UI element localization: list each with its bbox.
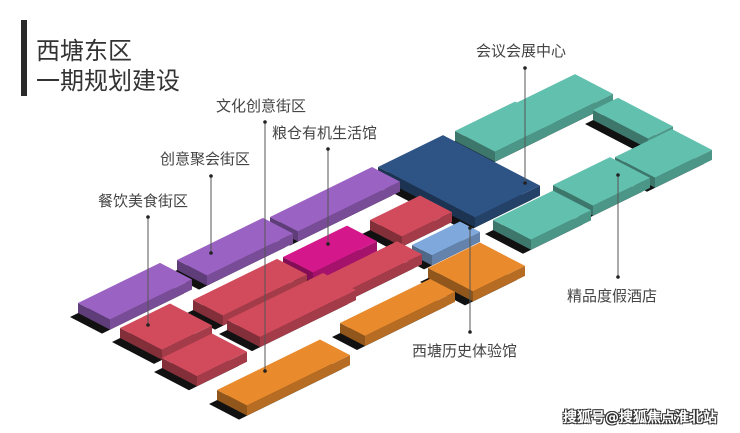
convention-center-right-face — [554, 93, 613, 133]
title-accent-bar — [21, 20, 27, 96]
building-blocks — [78, 74, 712, 416]
cultural-creative-street-left-face — [193, 300, 223, 326]
creative-gathering-street-top-face — [270, 167, 400, 232]
granary-organic-hall-right-face — [313, 241, 377, 283]
creative-gathering-street-top-face — [177, 217, 293, 276]
food-street-right-face — [110, 279, 192, 330]
food-street-block — [78, 262, 192, 330]
history-museum-block — [428, 242, 525, 302]
history-museum-top-face — [340, 278, 455, 336]
food-street-right-face — [162, 325, 212, 360]
leader-lines — [146, 66, 620, 373]
label-food-street: 餐饮美食街区 — [98, 192, 189, 210]
boutique-hotel-left-face — [593, 110, 648, 149]
cultural-creative-street-top-face — [227, 272, 356, 338]
cultural-creative-street-block — [227, 272, 356, 348]
creative-gathering-street-leader-dot — [209, 174, 213, 178]
food-street-block — [120, 303, 212, 360]
cultural-creative-street-block — [217, 339, 350, 416]
label-creative-gathering-street: 创意聚会街区 — [160, 150, 251, 168]
convention-center-top-face — [516, 74, 613, 123]
granary-area-block — [370, 195, 452, 247]
cultural-creative-street-top-face — [217, 339, 350, 406]
creative-gathering-street-block — [177, 217, 293, 286]
label-cultural-creative-street: 文化创意街区 — [216, 97, 307, 115]
cultural-creative-street-left-face — [217, 390, 247, 416]
boutique-hotel-top-face — [553, 157, 650, 206]
watermark: 搜狐号@搜狐焦点淮北站 — [563, 410, 717, 426]
label-granary-organic-hall: 粮仓有机生活馆 — [272, 124, 378, 142]
convention-center-top-face — [455, 101, 555, 152]
boutique-hotel-top-face — [615, 129, 712, 178]
convention-center-leader-dot — [523, 181, 527, 185]
label-boutique-hotel: 精品度假酒店 — [567, 287, 658, 305]
granary-organic-hall-top-face — [283, 225, 377, 273]
food-street-top-face — [78, 262, 192, 320]
boutique-hotel-left-face — [493, 220, 531, 250]
food-street-top-face — [162, 333, 247, 377]
history-museum-right-face — [432, 231, 480, 266]
cultural-creative-street-top-face — [318, 241, 422, 293]
food-street-leader-dot — [146, 215, 150, 219]
food-street-leader-dot — [146, 323, 150, 327]
history-museum-left-face — [428, 268, 473, 302]
cultural-creative-street-left-face — [227, 320, 260, 348]
cultural-creative-street-right-face — [247, 355, 350, 416]
granary-organic-hall-leader-dot — [326, 242, 330, 246]
history-museum-top-face — [412, 221, 480, 256]
title-line-1: 西塘东区 — [36, 37, 132, 65]
granary-organic-hall-leader-dot — [326, 147, 330, 151]
boutique-hotel-right-face — [531, 210, 591, 250]
food-street-left-face — [120, 328, 162, 360]
convention-center-left-face — [455, 131, 495, 162]
label-history-museum: 西塘历史体验馆 — [412, 342, 518, 360]
history-museum-top-face — [428, 242, 525, 292]
cultural-creative-street-leader-dot — [263, 120, 267, 124]
boutique-hotel-block — [493, 190, 591, 250]
history-museum-left-face — [340, 323, 365, 346]
convention-center-leader-dot — [523, 66, 527, 70]
convention-center-right-face — [475, 185, 540, 228]
food-street-block — [162, 333, 247, 387]
boutique-hotel-right-face — [593, 177, 650, 216]
history-museum-block — [340, 278, 455, 346]
label-convention-center: 会议会展中心 — [476, 42, 567, 60]
boutique-hotel-top-face — [593, 97, 673, 139]
cultural-creative-street-leader-dot — [263, 369, 267, 373]
convention-center-top-face — [378, 135, 540, 218]
granary-area-right-face — [402, 212, 452, 247]
creative-gathering-street-leader-dot — [209, 251, 213, 255]
history-museum-right-face — [473, 265, 525, 302]
creative-gathering-street-left-face — [177, 260, 207, 286]
creative-gathering-street-right-face — [298, 181, 400, 242]
cultural-creative-street-top-face — [193, 258, 307, 316]
boutique-hotel-leader-dot — [616, 173, 620, 177]
boutique-hotel-right-face — [655, 149, 712, 188]
boutique-hotel-leader-dot — [616, 275, 620, 279]
history-museum-leader-dot — [468, 330, 472, 334]
food-street-top-face — [120, 303, 212, 350]
food-street-left-face — [162, 358, 197, 387]
history-museum-leader-dot — [468, 226, 472, 230]
history-museum-right-face — [365, 291, 455, 346]
food-street-right-face — [197, 351, 247, 387]
cultural-creative-street-right-face — [343, 254, 422, 303]
creative-gathering-street-right-face — [207, 233, 293, 286]
granary-area-top-face — [370, 195, 452, 237]
boutique-hotel-top-face — [493, 190, 591, 240]
food-street-left-face — [78, 303, 110, 330]
granary-area-left-face — [370, 220, 402, 247]
title-line-2: 一期规划建设 — [36, 67, 180, 95]
cultural-creative-street-right-face — [260, 290, 356, 348]
